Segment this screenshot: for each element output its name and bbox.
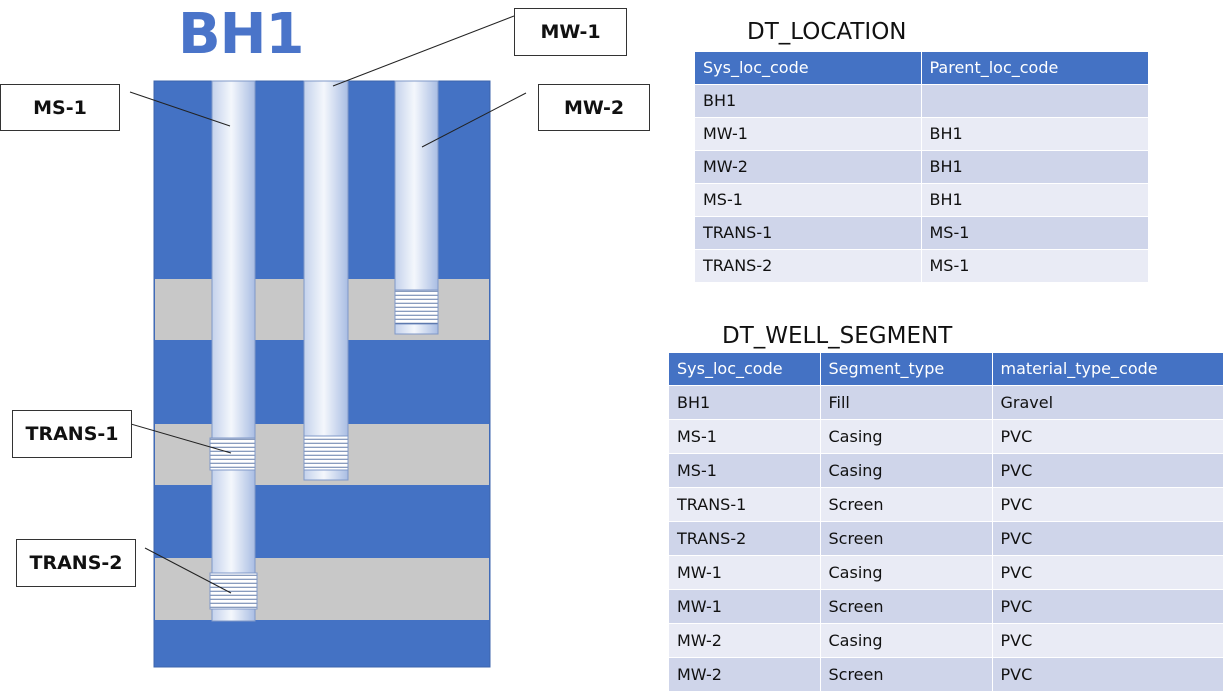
table-cell: MW-2 bbox=[669, 656, 821, 691]
table-cell: PVC bbox=[992, 622, 1224, 657]
column-header: Parent_loc_code bbox=[921, 52, 1149, 84]
table-cell: PVC bbox=[992, 554, 1224, 589]
mw2-screen bbox=[394, 289, 439, 325]
table-cell: PVC bbox=[992, 452, 1224, 487]
leader-line-trans1 bbox=[116, 419, 232, 454]
table-cell: Casing bbox=[820, 452, 993, 487]
trans2-screen bbox=[209, 572, 258, 610]
table-cell: PVC bbox=[992, 520, 1224, 555]
table-cell: BH1 bbox=[695, 83, 922, 117]
table-cell: Screen bbox=[820, 486, 993, 521]
table-cell bbox=[921, 83, 1149, 117]
table-header-row: Sys_loc_code Segment_type material_type_… bbox=[669, 353, 1224, 385]
column-header: Sys_loc_code bbox=[669, 353, 821, 385]
table-cell: Screen bbox=[820, 588, 993, 623]
table-row: BH1 bbox=[695, 83, 1149, 117]
table-cell: MS-1 bbox=[921, 215, 1149, 249]
leader-line-ms1 bbox=[129, 91, 231, 127]
table-cell: Screen bbox=[820, 656, 993, 691]
table-cell: BH1 bbox=[669, 384, 821, 419]
table-cell: Gravel bbox=[992, 384, 1224, 419]
table-cell: BH1 bbox=[921, 182, 1149, 216]
diagram-title: BH1 bbox=[178, 2, 305, 67]
dt-well-segment-table: Sys_loc_code Segment_type material_type_… bbox=[669, 353, 1224, 691]
trans1-screen bbox=[209, 437, 256, 471]
table-cell: TRANS-2 bbox=[695, 248, 922, 282]
table-cell: PVC bbox=[992, 588, 1224, 623]
callout-ms1: MS-1 bbox=[0, 84, 120, 131]
dt-well-segment-title: DT_WELL_SEGMENT bbox=[722, 323, 953, 349]
leader-line-mw1 bbox=[332, 15, 515, 87]
callout-trans1: TRANS-1 bbox=[12, 410, 132, 458]
table-header-row: Sys_loc_code Parent_loc_code bbox=[695, 52, 1149, 84]
table-cell: MS-1 bbox=[669, 452, 821, 487]
table-cell: Fill bbox=[820, 384, 993, 419]
table-cell: PVC bbox=[992, 418, 1224, 453]
table-cell: Casing bbox=[820, 554, 993, 589]
table-cell: MW-1 bbox=[695, 116, 922, 150]
table-cell: PVC bbox=[992, 486, 1224, 521]
table-cell: BH1 bbox=[921, 149, 1149, 183]
table-cell: TRANS-2 bbox=[669, 520, 821, 555]
table-cell: MS-1 bbox=[695, 182, 922, 216]
mw1-casing bbox=[303, 80, 349, 481]
table-cell: MW-2 bbox=[695, 149, 922, 183]
table-cell: MS-1 bbox=[669, 418, 821, 453]
table-cell: Casing bbox=[820, 418, 993, 453]
column-header: Sys_loc_code bbox=[695, 52, 922, 84]
table-cell: MW-1 bbox=[669, 554, 821, 589]
table-cell: Screen bbox=[820, 520, 993, 555]
table-cell: PVC bbox=[992, 656, 1224, 691]
ms1-casing bbox=[211, 80, 256, 622]
column-header: material_type_code bbox=[992, 353, 1224, 385]
mw1-screen bbox=[303, 435, 349, 471]
gravel-layer-lower bbox=[155, 558, 489, 620]
callout-mw1: MW-1 bbox=[514, 8, 627, 56]
borehole-diagram bbox=[116, 15, 527, 668]
leader-line-mw2 bbox=[421, 92, 527, 148]
callout-mw2: MW-2 bbox=[538, 84, 650, 131]
table-cell: MW-1 bbox=[669, 588, 821, 623]
table-cell: BH1 bbox=[921, 116, 1149, 150]
leader-line-trans2 bbox=[144, 547, 232, 594]
column-header: Segment_type bbox=[820, 353, 993, 385]
table-cell: MW-2 bbox=[669, 622, 821, 657]
table-cell: Casing bbox=[820, 622, 993, 657]
table-cell: MS-1 bbox=[921, 248, 1149, 282]
dt-location-title: DT_LOCATION bbox=[747, 19, 907, 45]
table-cell: TRANS-1 bbox=[695, 215, 922, 249]
callout-trans2: TRANS-2 bbox=[16, 539, 136, 587]
table-cell: TRANS-1 bbox=[669, 486, 821, 521]
